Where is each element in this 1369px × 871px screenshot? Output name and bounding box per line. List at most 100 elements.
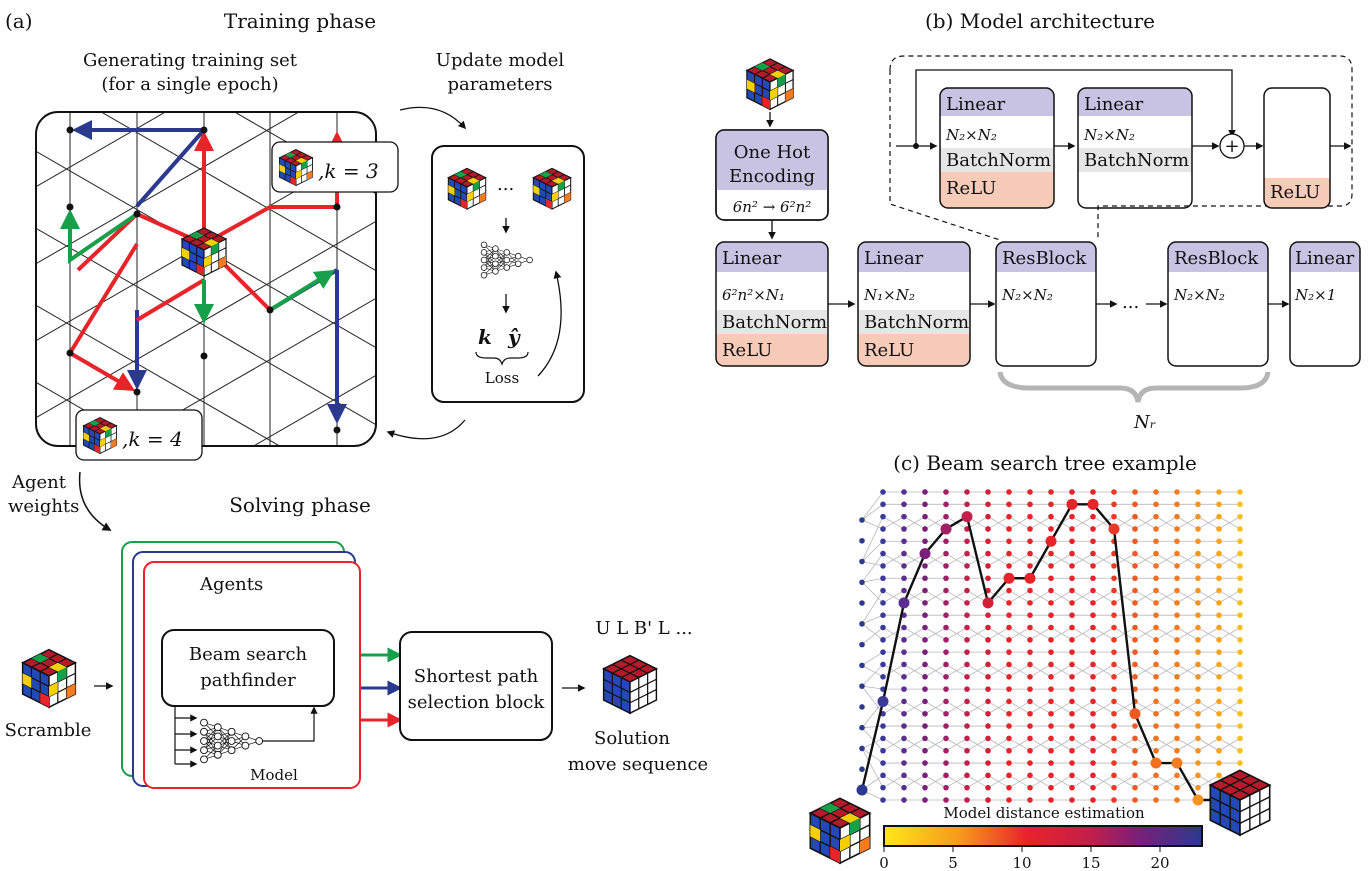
agent-weights-line2: weights (8, 496, 79, 517)
tree-node (943, 550, 949, 557)
tree-node (943, 624, 949, 631)
tree-edge (882, 738, 905, 752)
tree-edge (861, 553, 884, 583)
tree-node (1048, 575, 1054, 582)
tree-node (964, 723, 970, 729)
tree-edge (1218, 590, 1241, 604)
tree-node (1174, 563, 1180, 569)
tree-edge (924, 590, 947, 604)
tree-node (1216, 550, 1222, 557)
tree-edge (1155, 664, 1178, 678)
tree-node (1195, 723, 1201, 729)
tree-node (1090, 735, 1096, 742)
tree-node (880, 784, 886, 791)
tree-node (985, 686, 991, 692)
tree-node (1090, 661, 1096, 668)
tree-edge (903, 664, 926, 678)
nr-label: Nᵣ (1133, 412, 1156, 433)
tree-node (964, 538, 970, 545)
tree-node (1006, 674, 1012, 680)
tree-node (1216, 489, 1222, 495)
linear-out-dim: N₂×1 (1294, 286, 1336, 304)
tree-node (1111, 513, 1117, 520)
tree-node (1132, 624, 1138, 631)
tree-node (859, 704, 865, 710)
tree-node (964, 600, 970, 606)
tree-node (880, 723, 886, 729)
tree-node (1027, 661, 1033, 668)
tree-node (1048, 772, 1054, 779)
tree-edge (1155, 553, 1178, 567)
layer-linear-2: Linear N₁×N₂ BatchNorm ReLU (857, 241, 971, 367)
tree-edge (1176, 590, 1199, 604)
tree-edge (1029, 516, 1052, 530)
tree-node (1111, 501, 1117, 508)
tree-node (922, 723, 928, 729)
tree-node (1090, 649, 1096, 655)
tree-edge (1155, 516, 1178, 530)
tree-edge (882, 553, 905, 567)
res2-title: ResBlock (1174, 248, 1259, 269)
tree-edge (1050, 553, 1073, 567)
batch-ellipsis: ... (497, 174, 514, 195)
tree-edge (1008, 701, 1031, 715)
tree-node (1090, 624, 1096, 631)
best-path-node (1087, 498, 1099, 510)
panel-b-title: (b) Model architecture (925, 9, 1155, 33)
tree-node (1132, 563, 1138, 569)
tree-edge (1008, 516, 1031, 530)
tree-node (1090, 710, 1096, 717)
tree-node (901, 649, 907, 655)
res1-dim: N₂×N₂ (1001, 286, 1053, 304)
tree-node (1069, 624, 1075, 631)
tree-node (1006, 501, 1012, 508)
tree-node (1174, 661, 1180, 668)
tree-node (922, 575, 928, 582)
loss-label: Loss (485, 369, 519, 387)
tree-node (1216, 538, 1222, 545)
tree-edge (1218, 516, 1241, 530)
tree-edge (1176, 553, 1199, 567)
colorbar (883, 825, 1203, 847)
tree-node (1111, 710, 1117, 717)
tree-node (985, 723, 991, 729)
tree-node (1132, 513, 1138, 520)
tree-edge (1029, 627, 1052, 641)
resblock-1: ResBlock N₂×N₂ (995, 241, 1097, 367)
tree-edge (924, 701, 947, 715)
colorbar-tick-5: 5 (948, 854, 958, 871)
tree-edge (1134, 590, 1157, 604)
tree-node (964, 797, 970, 803)
tree-node (1090, 772, 1096, 779)
tree-node (901, 538, 907, 545)
tree-edge (1071, 664, 1094, 678)
tree-edge (1008, 664, 1031, 678)
tree-node (1069, 735, 1075, 742)
tree-edge (861, 685, 884, 690)
tree-node (1174, 513, 1180, 520)
tree-node (1111, 760, 1117, 766)
tree-node (1069, 710, 1075, 717)
tree-node (1132, 760, 1138, 766)
tree-edge (966, 738, 989, 752)
tree-node (943, 698, 949, 705)
tree-node (1090, 784, 1096, 791)
tree-node (1237, 686, 1243, 692)
tree-node (901, 735, 907, 742)
tree-node (1090, 760, 1096, 766)
tree-node (985, 649, 991, 655)
tree-edge (1092, 627, 1115, 641)
tree-node (964, 784, 970, 791)
tree-node (1069, 550, 1075, 557)
tree-node (901, 686, 907, 692)
tree-node (1153, 698, 1159, 705)
tree-node (1111, 489, 1117, 495)
tree-node (1048, 797, 1054, 803)
tree-edge (1071, 553, 1094, 567)
shortest-path-line2: selection block (408, 692, 546, 713)
tree-node (1195, 600, 1201, 606)
linear2-dim: N₁×N₂ (863, 286, 915, 304)
tree-node (1090, 526, 1096, 532)
tree-edge (861, 664, 884, 687)
tree-edge (1050, 701, 1073, 715)
